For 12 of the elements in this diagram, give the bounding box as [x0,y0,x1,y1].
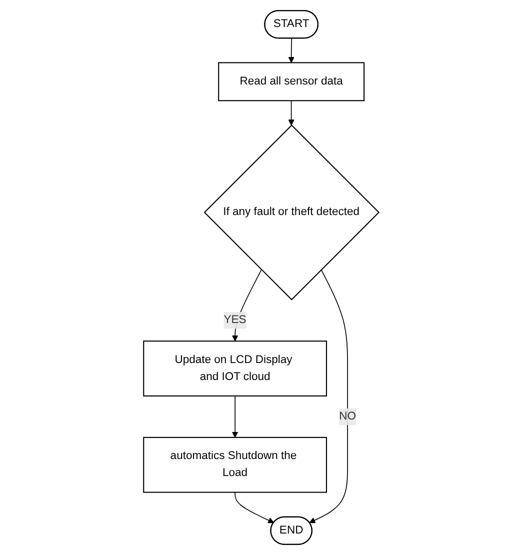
node-box: Update on LCD Display and IOT cloud [142,340,327,396]
arrow [232,396,238,438]
edge-label: YES [224,314,246,326]
arrow [288,100,294,126]
arrow [288,38,294,63]
node-box: automatics Shutdown the Load [142,436,327,493]
arrow [232,269,262,342]
arrow [308,269,348,524]
node-box: Read all sensor data [218,62,364,102]
edge-label: NO [338,410,356,422]
arrow [234,492,274,524]
node-diamond: If any fault or theft detected [204,124,380,300]
